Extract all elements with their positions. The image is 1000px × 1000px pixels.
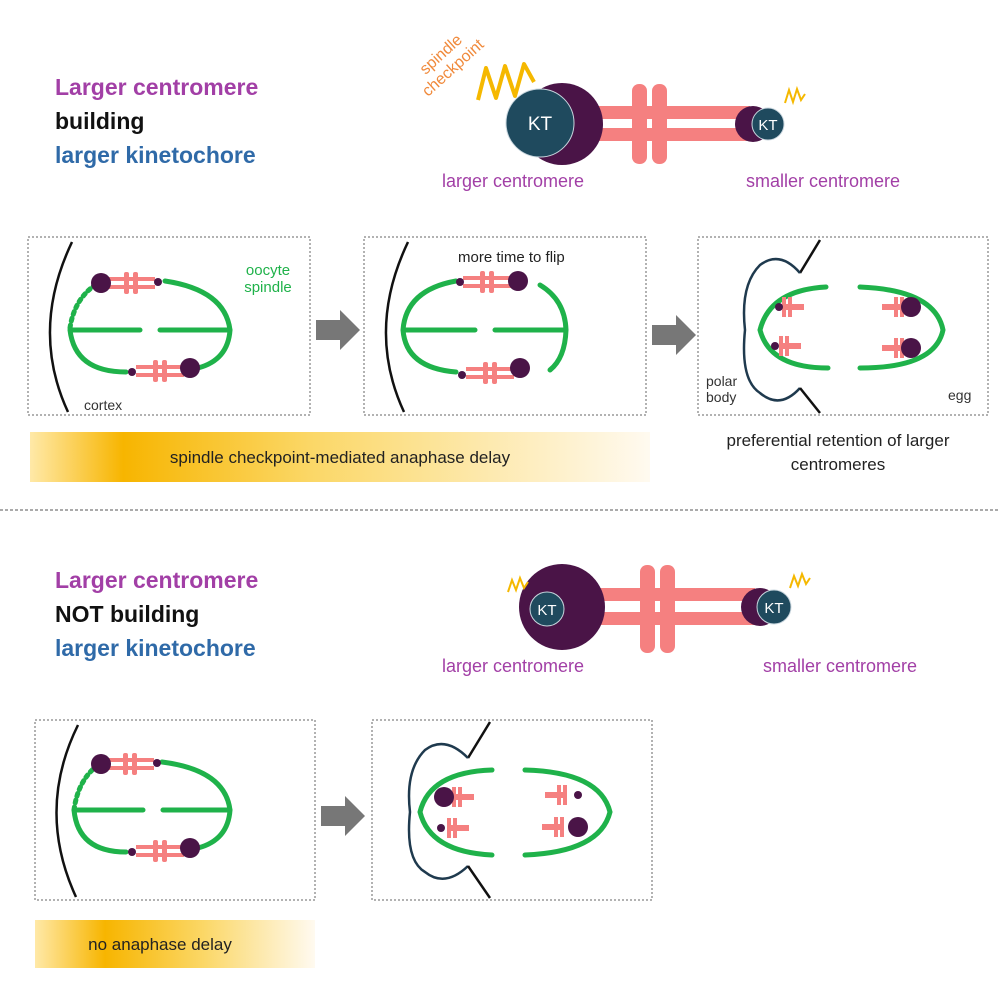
polar-body-outline — [742, 257, 801, 402]
arrow-icon — [321, 796, 365, 836]
svg-text:larger centromere: larger centromere — [442, 656, 584, 676]
bottom-bivalent-schematic: KT KT larger centromere smaller centrome… — [442, 564, 917, 676]
polar-body-label: polar — [706, 373, 737, 389]
bottom-title: Larger centromere NOT building larger ki… — [55, 567, 258, 661]
title-line-1: Larger centromere — [55, 74, 258, 100]
oocyte-spindle-label: oocyte — [246, 262, 290, 279]
outcome-label-line-2: centromeres — [791, 455, 885, 474]
kinetochore — [529, 591, 565, 627]
more-time-to-flip-label: more time to flip — [458, 249, 565, 266]
top-title: Larger centromere building larger kineto… — [55, 74, 258, 168]
svg-text:spindle: spindle — [244, 279, 292, 296]
cohesion-arm-bottom — [590, 128, 750, 141]
cohesion-arm-top — [590, 106, 750, 119]
checkpoint-signal-icon — [789, 571, 811, 589]
svg-text:larger kinetochore: larger kinetochore — [55, 635, 256, 661]
kinetochore — [756, 589, 792, 625]
svg-text:KT: KT — [528, 114, 553, 135]
svg-text:KT: KT — [764, 600, 783, 617]
large-kinetochore — [505, 88, 575, 158]
cortex-label: cortex — [84, 397, 122, 413]
title-line-3: larger kinetochore — [55, 142, 256, 168]
svg-text:smaller centromere: smaller centromere — [763, 656, 917, 676]
svg-text:KT: KT — [758, 117, 777, 134]
checkpoint-signal-small-icon — [784, 85, 806, 106]
title-line-2: building — [55, 108, 144, 134]
checkpoint-signal-large-icon — [476, 62, 536, 101]
cohesion-cross-right — [652, 84, 667, 164]
no-delay-label: no anaphase delay — [88, 935, 232, 954]
egg-label: egg — [948, 387, 971, 403]
svg-text:NOT building: NOT building — [55, 601, 199, 627]
cortex-line — [48, 241, 74, 413]
top-panel-3: polar body egg — [697, 236, 989, 416]
outcome-label-line-1: preferential retention of larger — [726, 431, 949, 450]
svg-text:Larger centromere: Larger centromere — [55, 567, 258, 593]
top-panel-1: oocyte spindle cortex — [27, 236, 311, 416]
bottom-panel-2 — [371, 719, 653, 901]
anaphase-delay-bar — [30, 432, 650, 482]
arrow-icon — [652, 315, 696, 355]
small-kinetochore — [751, 107, 785, 141]
smaller-centromere-label: smaller centromere — [746, 171, 900, 191]
arrow-icon — [316, 310, 360, 350]
top-panel-2: more time to flip — [363, 236, 647, 416]
bottom-panel-1 — [34, 719, 316, 901]
cohesion-cross-left — [632, 84, 647, 164]
no-delay-bar — [35, 920, 315, 968]
anaphase-delay-label: spindle checkpoint-mediated anaphase del… — [170, 448, 511, 467]
checkpoint-signal-icon — [507, 575, 529, 593]
svg-text:KT: KT — [537, 602, 556, 619]
larger-centromere-label: larger centromere — [442, 171, 584, 191]
spindle-checkpoint-label: spindle checkpoint — [417, 31, 488, 100]
svg-text:body: body — [706, 389, 736, 405]
top-bivalent-schematic: spindle checkpoint KT KT larger centrome… — [417, 31, 900, 191]
